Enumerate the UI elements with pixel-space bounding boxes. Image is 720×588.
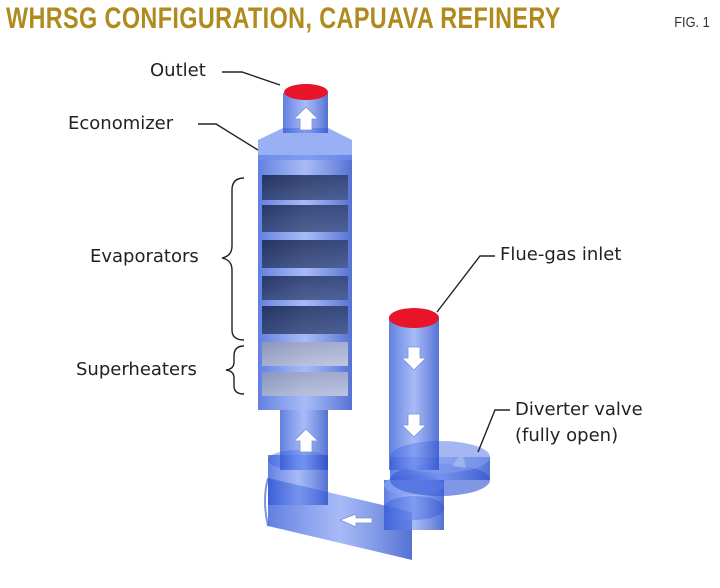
outlet-opening (284, 84, 328, 100)
flow-arrow-left-icon (338, 513, 373, 528)
flue-gas-inlet-opening (389, 308, 439, 328)
flow-arrow-up-icon (293, 106, 319, 131)
economizer-label: Economizer (68, 113, 174, 134)
evaporators-label: Evaporators (90, 246, 199, 267)
evaporators-brace (221, 177, 245, 341)
flow-arrow-down-icon (401, 346, 427, 371)
flow-arrow-up-icon (293, 428, 319, 453)
superheaters-label: Superheaters (76, 359, 197, 380)
flue-gas-inlet-label: Flue-gas inlet (500, 244, 622, 265)
flow-arrow-down-icon (401, 413, 427, 438)
flue-gas-inlet-stack (389, 308, 439, 470)
superheaters-brace (225, 345, 245, 395)
diverter-valve-label: Diverter valve (515, 399, 643, 420)
economizer (258, 128, 352, 160)
evaporator-banks (262, 175, 348, 334)
superheater-banks (262, 342, 348, 396)
leader-lines (198, 71, 510, 453)
outlet-label: Outlet (150, 60, 206, 81)
diverter-valve-status-label: (fully open) (515, 425, 619, 446)
whrsg-tower (258, 84, 352, 470)
figure-number: FIG. 1 (674, 14, 710, 31)
figure-title: WHRSG CONFIGURATION, CAPUAVA REFINERY (6, 2, 561, 35)
